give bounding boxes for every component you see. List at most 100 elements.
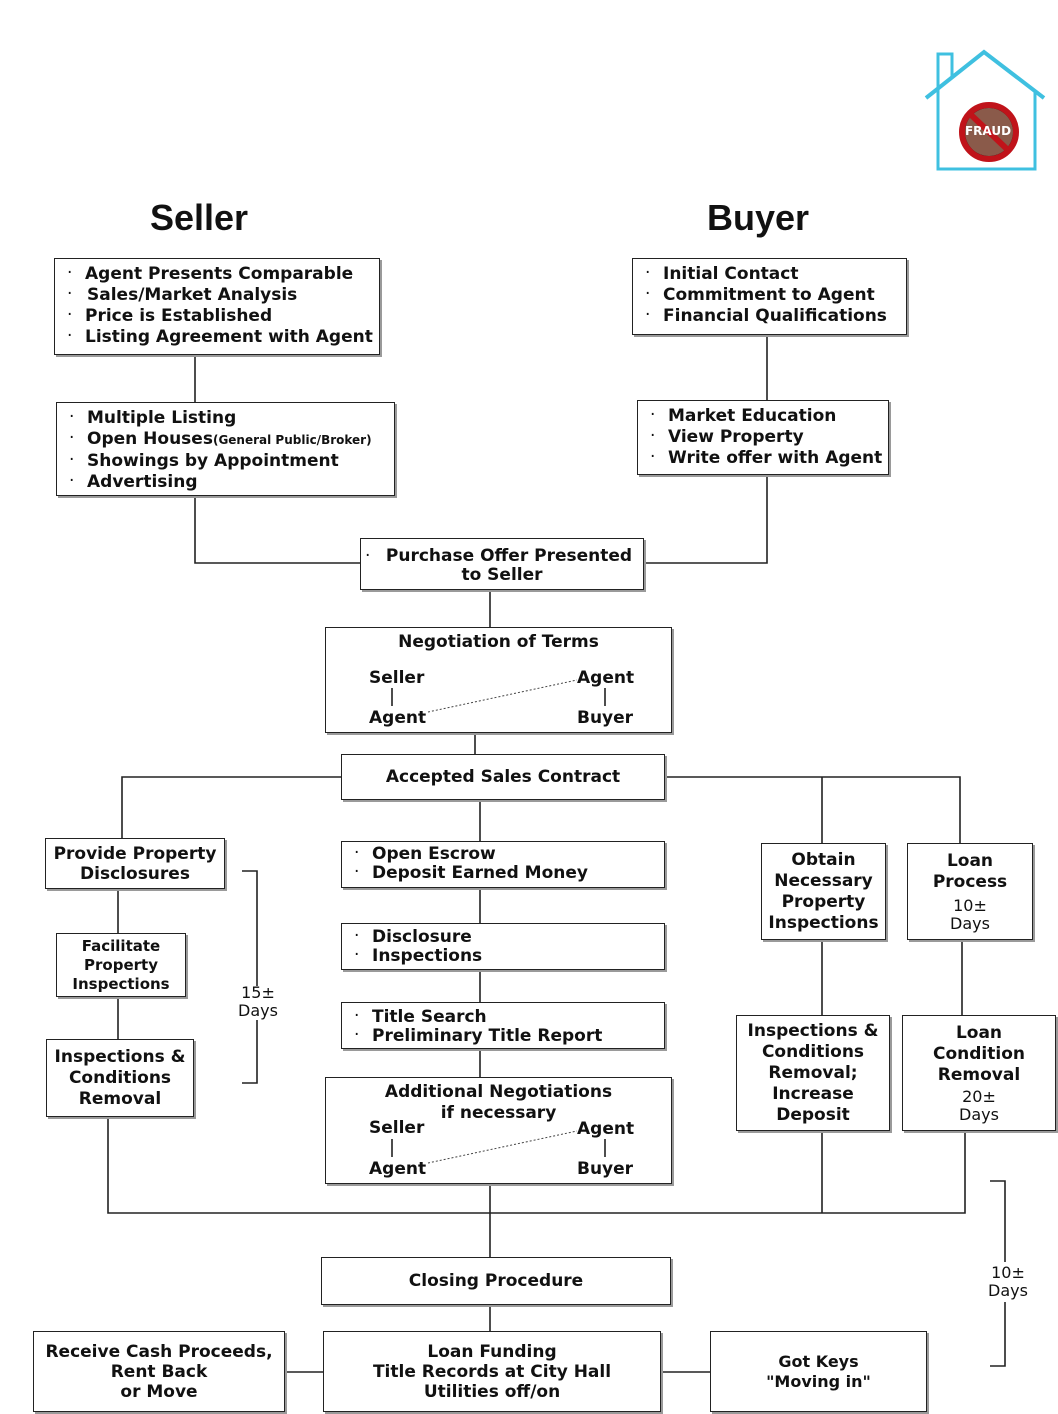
seller-box1-item: Price is Established [67, 305, 373, 327]
disclosure-item: Disclosure [354, 927, 658, 947]
additional-agent-right: Agent [577, 1119, 635, 1139]
removal-deposit-line: Inspections & [747, 1020, 879, 1041]
fraud-text: FRAUD [964, 124, 1012, 138]
obtain-line: Property [781, 891, 866, 912]
negotiation-seller: Seller [369, 668, 425, 688]
purchase-offer-line2: to Seller [461, 565, 543, 585]
purchase-offer-box: · Purchase Offer Presented to Seller [360, 538, 644, 590]
got-keys-box: Got Keys "Moving in" [710, 1331, 927, 1412]
loan-condition-line: Condition [933, 1043, 1025, 1064]
accepted-contract-box: Accepted Sales Contract [341, 754, 665, 800]
left-removal-line: Conditions [68, 1067, 172, 1088]
title-item: Preliminary Title Report [354, 1026, 658, 1046]
buyer-box2-item: View Property [650, 426, 882, 448]
loan-funding-box: Loan Funding Title Records at City Hall … [323, 1331, 661, 1412]
loan-condition-days-value: 20± [962, 1086, 996, 1106]
buyer-box1-item: Commitment to Agent [645, 284, 900, 306]
removal-deposit-line: Deposit [776, 1104, 850, 1125]
removal-deposit-line: Increase [772, 1083, 854, 1104]
days10-unit: Days [988, 1281, 1028, 1300]
loan-process-box: Loan Process 10± Days [907, 843, 1033, 940]
receive-line: Receive Cash Proceeds, [45, 1341, 273, 1362]
title-search-box: Title Search Preliminary Title Report [341, 1002, 665, 1049]
funding-line: Loan Funding [427, 1341, 557, 1362]
additional-agent-left: Agent [369, 1159, 427, 1179]
additional-seller: Seller [369, 1118, 425, 1138]
negotiation-title: Negotiation of Terms [398, 632, 599, 652]
funding-line: Title Records at City Hall [372, 1361, 612, 1382]
buyer-box2-item: Market Education [650, 405, 882, 427]
days10-label: 10± Days [978, 1264, 1038, 1300]
provide-line: Disclosures [80, 863, 190, 884]
accepted-contract-label: Accepted Sales Contract [385, 766, 621, 787]
additional-title-line1: Additional Negotiations [384, 1082, 613, 1102]
provide-disclosures-box: Provide Property Disclosures [45, 838, 225, 889]
seller-marketing-box: Multiple Listing Open Houses(General Pub… [56, 402, 395, 496]
keys-line: Got Keys [778, 1351, 859, 1371]
facilitate-line: Inspections [72, 974, 170, 993]
days15-unit: Days [238, 1001, 278, 1020]
seller-to-offer-connector [194, 496, 360, 564]
facilitate-line: Property [84, 955, 158, 974]
closing-label: Closing Procedure [408, 1270, 584, 1291]
open-escrow-box: Open Escrow Deposit Earned Money [341, 841, 665, 888]
days10-value: 10± [991, 1263, 1025, 1282]
removal-deposit-line: Conditions [761, 1041, 865, 1062]
seller-heading: Seller [150, 197, 249, 238]
contract-left-branch [121, 776, 341, 838]
buyer-qualification-box: Initial Contact Commitment to Agent Fina… [632, 258, 907, 335]
left-inspections-removal-box: Inspections & Conditions Removal [46, 1039, 194, 1117]
days15-bracket [242, 870, 258, 1084]
contract-right-branch [665, 776, 961, 843]
obtain-inspections-box: Obtain Necessary Property Inspections [761, 843, 886, 940]
receive-line: Rent Back [110, 1361, 208, 1382]
loan-process-days-unit: Days [950, 913, 990, 933]
fraud-house-logo: FRAUD [922, 48, 1048, 172]
loan-process-line: Loan [946, 850, 994, 871]
loan-condition-box: Loan Condition Removal 20± Days [902, 1015, 1056, 1131]
additional-title-line2: if necessary [440, 1103, 557, 1123]
loan-condition-days-unit: Days [959, 1104, 999, 1124]
seller-box2-item: Multiple Listing [69, 407, 388, 429]
keys-line: "Moving in" [766, 1371, 871, 1391]
purchase-offer-line1: Purchase Offer Presented [385, 546, 633, 566]
negotiation-box: Negotiation of Terms Seller Agent Agent … [325, 627, 672, 733]
obtain-line: Necessary [774, 870, 873, 891]
loan-process-days-value: 10± [953, 895, 987, 915]
facilitate-line: Facilitate [81, 936, 161, 955]
purchase-offer-line: · Purchase Offer Presented [361, 547, 643, 566]
bottom-merge-line [107, 1117, 966, 1214]
closing-procedure-box: Closing Procedure [321, 1257, 671, 1305]
seller-box1-item-cont: Sales/Market Analysis [87, 285, 298, 305]
house-icon [924, 49, 1046, 171]
facilitate-inspections-box: Facilitate Property Inspections [56, 933, 186, 997]
additional-lines [391, 1130, 606, 1164]
removal-deposit-line: Removal; [768, 1062, 858, 1083]
escrow-item: Deposit Earned Money [354, 863, 658, 883]
inspections-removal-deposit-box: Inspections & Conditions Removal; Increa… [736, 1015, 890, 1131]
receive-line: or Move [120, 1381, 198, 1402]
negotiation-agent-left: Agent [369, 708, 427, 728]
buyer-box1-item: Financial Qualifications [645, 305, 900, 327]
seller-box1-item: Listing Agreement with Agent [67, 326, 373, 348]
negotiation-agent-right: Agent [577, 668, 635, 688]
seller-box1-item: Sales/Market Analysis [67, 284, 373, 306]
obtain-line: Obtain [791, 849, 856, 870]
days15-label: 15± Days [228, 984, 288, 1020]
receive-proceeds-box: Receive Cash Proceeds, Rent Back or Move [33, 1331, 285, 1412]
seller-box1-item: Agent Presents Comparable [67, 263, 373, 285]
loan-process-line: Process [932, 871, 1008, 892]
seller-box2-item: Advertising [69, 471, 388, 493]
funding-line: Utilities off/on [423, 1381, 561, 1402]
buyer-box2-item: Write offer with Agent [650, 447, 882, 469]
bullet-dot: · [365, 546, 371, 566]
open-houses-note: (General Public/Broker) [212, 433, 372, 447]
open-houses-label: Open Houses [87, 429, 213, 449]
seller-box2-item: Showings by Appointment [69, 450, 388, 472]
buyer-to-offer-connector [644, 475, 768, 564]
obtain-line: Inspections [768, 912, 879, 933]
days15-value: 15± [241, 983, 275, 1002]
disclosure-box: Disclosure Inspections [341, 923, 665, 970]
